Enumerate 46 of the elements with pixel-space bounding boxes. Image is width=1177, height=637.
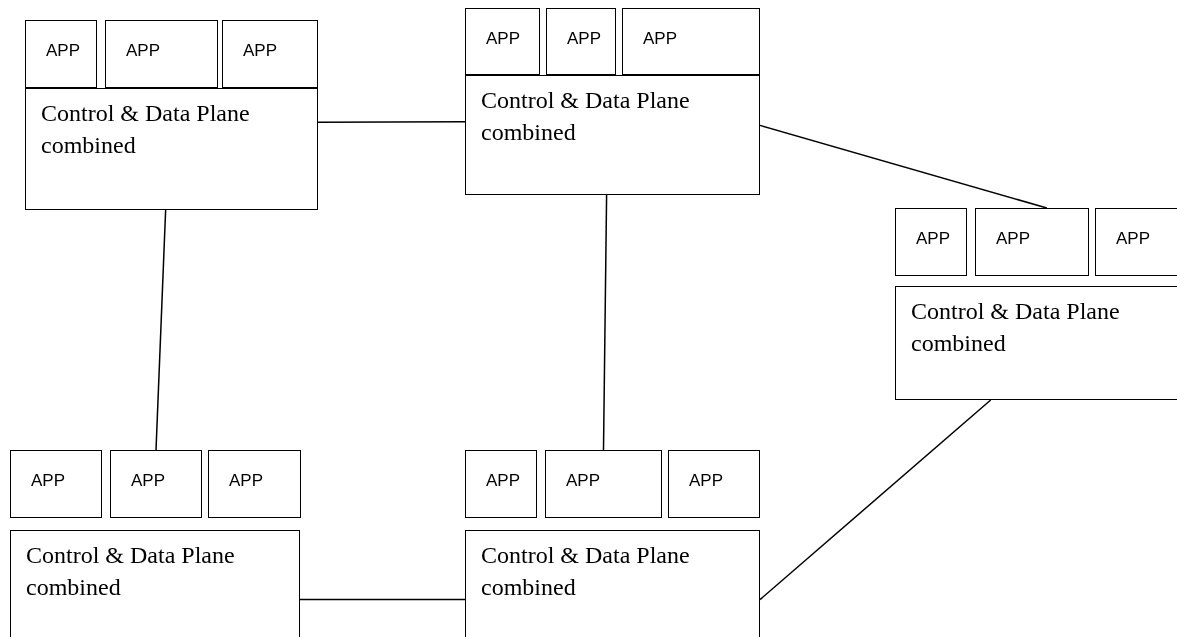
plane-box [10, 530, 300, 637]
app-box [622, 8, 760, 75]
app-box [546, 8, 616, 75]
app-box [1095, 208, 1177, 276]
connector-line [299, 598, 466, 601]
plane-label: Control & Data Plane combined [911, 297, 1121, 358]
app-label: APP [1116, 229, 1151, 249]
app-box [465, 8, 540, 75]
app-box [25, 20, 97, 88]
app-label: APP [996, 229, 1031, 249]
connector-line [759, 399, 992, 601]
app-label: APP [243, 41, 278, 61]
app-label: APP [566, 471, 601, 491]
plane-box [465, 530, 760, 637]
plane-label: Control & Data Plane combined [41, 99, 251, 160]
app-label: APP [643, 29, 678, 49]
app-label: APP [229, 471, 264, 491]
app-label: APP [31, 471, 66, 491]
app-label: APP [567, 29, 602, 49]
plane-label: Control & Data Plane combined [481, 86, 691, 147]
app-box [10, 450, 102, 518]
app-label: APP [46, 41, 81, 61]
app-label: APP [126, 41, 161, 61]
connector-line [317, 121, 466, 123]
app-box [545, 450, 662, 518]
app-label: APP [916, 229, 951, 249]
app-box [208, 450, 301, 518]
plane-label: Control & Data Plane combined [26, 541, 236, 602]
app-label: APP [486, 471, 521, 491]
app-box [110, 450, 202, 518]
plane-box [25, 88, 318, 210]
connector-line [602, 194, 608, 451]
connector-line [155, 209, 167, 451]
plane-box [895, 286, 1177, 400]
plane-box [465, 75, 760, 195]
app-label: APP [486, 29, 521, 49]
connector-line [759, 124, 1048, 209]
app-box [222, 20, 318, 88]
app-box [668, 450, 760, 518]
app-label: APP [689, 471, 724, 491]
app-label: APP [131, 471, 166, 491]
app-box [975, 208, 1089, 276]
plane-label: Control & Data Plane combined [481, 541, 691, 602]
app-box [105, 20, 218, 88]
app-box [465, 450, 537, 518]
app-box [895, 208, 967, 276]
